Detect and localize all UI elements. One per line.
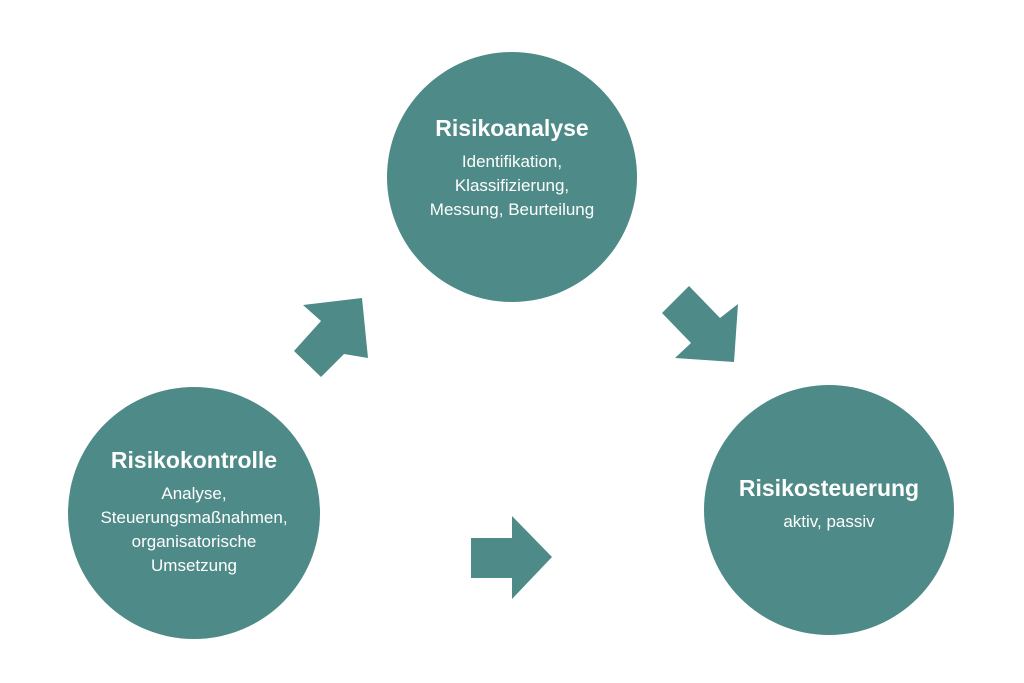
arrow-up-right-icon: [294, 298, 368, 377]
node-risikosteuerung: Risikosteuerung aktiv, passiv: [704, 385, 954, 635]
node-title: Risikokontrolle: [110, 447, 278, 473]
node-detail-line: Analyse,: [161, 484, 227, 503]
node-detail-line: Identifikation,: [461, 152, 563, 171]
node-detail-line: aktiv, passiv: [783, 512, 875, 531]
node-detail-line: Umsetzung: [151, 556, 237, 575]
node-title: Risikoanalyse: [435, 115, 589, 141]
node-risikoanalyse: Risikoanalyse Identifikation, Klassifizi…: [387, 52, 637, 302]
node-detail-line: Steuerungsmaßnahmen,: [100, 508, 288, 527]
node-detail-line: Klassifizierung,: [454, 176, 570, 195]
node-risikokontrolle: Risikokontrolle Analyse, Steuerungsmaßna…: [68, 387, 320, 639]
arrow-right-icon: [471, 516, 552, 599]
node-title: Risikosteuerung: [738, 475, 920, 501]
node-detail-line: Messung, Beurteilung: [429, 200, 595, 219]
node-detail-line: organisatorische: [131, 532, 257, 551]
arrow-down-right-icon: [662, 286, 738, 362]
